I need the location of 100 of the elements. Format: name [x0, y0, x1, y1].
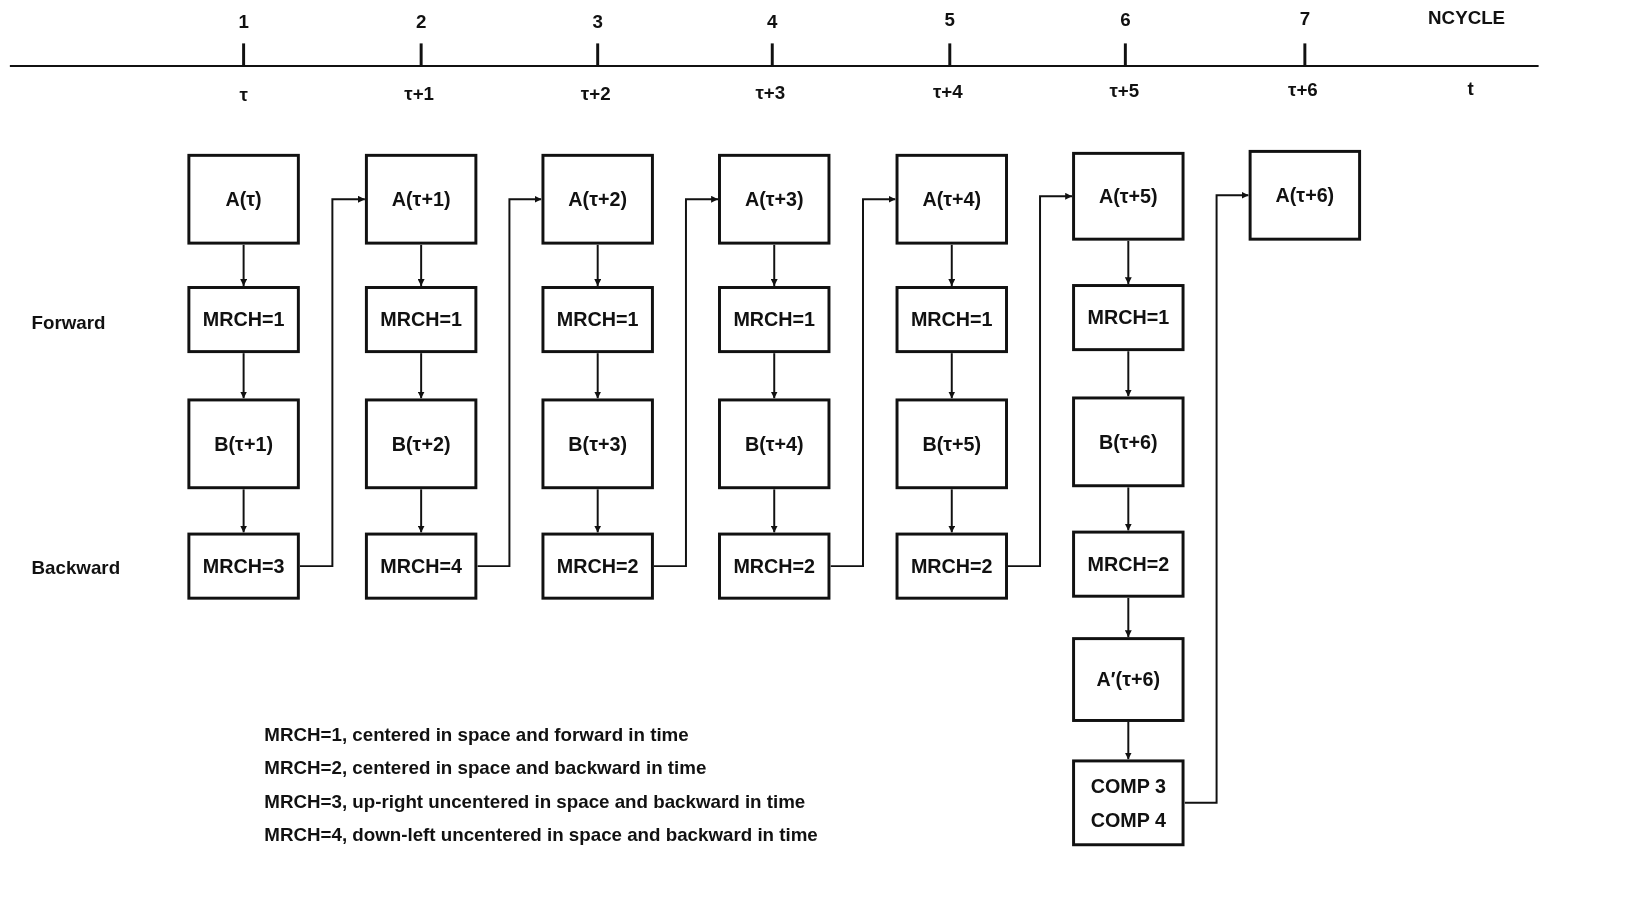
- tick-label: τ+1: [404, 82, 435, 105]
- process-box: [895, 286, 1008, 354]
- arrow: [240, 488, 248, 534]
- tick-label: 6: [1120, 8, 1131, 31]
- tick-label: 5: [944, 8, 955, 31]
- box-label: MRCH=1: [733, 307, 816, 333]
- box-label: MRCH=2: [556, 554, 639, 579]
- process-box: [1072, 284, 1185, 352]
- arrow: [770, 488, 778, 534]
- process-box: [718, 532, 831, 600]
- box-label: A(τ+3): [744, 187, 804, 213]
- box-label: B(τ+1): [214, 432, 273, 457]
- box-label: A(τ+2): [568, 187, 628, 213]
- box-label: B(τ+4): [744, 432, 804, 457]
- process-box: [895, 398, 1008, 490]
- row-label: Backward: [31, 557, 121, 579]
- box-label: MRCH=1: [1087, 305, 1170, 331]
- note: MRCH=1, centered in space and forward in time: [264, 723, 689, 746]
- process-box: [718, 286, 831, 354]
- process-box: [895, 532, 1008, 600]
- arrow: [770, 352, 778, 400]
- box-label: B(τ+2): [391, 432, 451, 457]
- process-box: [187, 532, 300, 600]
- arrow: [594, 352, 602, 400]
- box-label: A(τ+5): [1098, 184, 1158, 210]
- box-label: MRCH=2: [910, 554, 993, 579]
- box-label: B(τ+3): [568, 432, 628, 457]
- process-box: [1072, 396, 1185, 488]
- process-box: [364, 398, 478, 490]
- axis-title: NCYCLE: [1428, 6, 1506, 29]
- process-box: [1248, 149, 1362, 241]
- tick-label: τ+3: [755, 81, 786, 104]
- process-box: [1072, 530, 1185, 598]
- note: MRCH=4, down-left uncentered in space and backward in time: [264, 824, 818, 847]
- process-box: [364, 153, 478, 245]
- process-box: [187, 153, 300, 245]
- tick-label: τ: [239, 83, 248, 106]
- arrow: [240, 243, 248, 287]
- arrow: [652, 195, 719, 568]
- process-box: [541, 286, 654, 354]
- arrow: [1183, 191, 1250, 804]
- box-label: COMP 4: [1090, 807, 1166, 833]
- arrow: [240, 352, 248, 400]
- box-label: B(τ+6): [1098, 430, 1158, 455]
- arrow: [417, 243, 425, 287]
- box-label: MRCH=4: [380, 554, 462, 579]
- process-box: [895, 153, 1008, 245]
- arrow: [594, 243, 602, 287]
- process-box: [718, 398, 831, 490]
- box-label: A(τ+4): [922, 187, 982, 213]
- process-box: [541, 398, 654, 490]
- arrow: [1124, 350, 1132, 398]
- process-box: [718, 153, 831, 245]
- tick-label: 1: [238, 10, 249, 33]
- arrow: [1124, 486, 1132, 532]
- process-box: [1072, 759, 1185, 847]
- arrow: [594, 488, 602, 534]
- tick-label: 3: [592, 10, 603, 33]
- arrow: [770, 243, 778, 287]
- box-label: MRCH=1: [910, 307, 993, 333]
- arrow: [417, 488, 425, 534]
- arrow: [1124, 596, 1132, 639]
- arrow: [829, 195, 897, 568]
- tick-label: 7: [1299, 7, 1311, 30]
- box-label: B(τ+5): [922, 432, 982, 457]
- box-label: MRCH=1: [202, 307, 285, 333]
- process-box: [187, 286, 300, 354]
- tick-label: τ+5: [1109, 79, 1140, 102]
- arrow: [476, 195, 543, 568]
- process-box: [364, 286, 478, 354]
- arrow: [298, 195, 366, 568]
- process-box: [541, 153, 654, 245]
- note: MRCH=2, centered in space and backward in time: [264, 757, 707, 780]
- arrow: [948, 243, 956, 287]
- process-box: [541, 532, 654, 600]
- arrow: [1007, 192, 1074, 568]
- box-label: A(τ+6): [1275, 183, 1335, 209]
- process-box: [1072, 151, 1185, 241]
- box-label: MRCH=1: [380, 307, 462, 333]
- arrow: [1124, 720, 1132, 761]
- box-label: MRCH=2: [733, 554, 816, 579]
- box-label: A(τ+1): [391, 187, 451, 213]
- tick-label: τ+6: [1288, 78, 1318, 101]
- box-label: A′(τ+6): [1096, 667, 1160, 693]
- arrow: [417, 352, 425, 400]
- axis-title: t: [1467, 77, 1474, 100]
- box-label: MRCH=1: [556, 307, 639, 333]
- arrow: [948, 352, 956, 400]
- process-box: [364, 532, 478, 600]
- note: MRCH=3, up-right uncentered in space and backward in time: [264, 791, 806, 813]
- arrow: [948, 488, 956, 534]
- process-box: [187, 398, 300, 490]
- process-box: [1072, 637, 1185, 722]
- box-label: A(τ): [225, 187, 262, 213]
- box-label: COMP 3: [1090, 774, 1166, 799]
- tick-label: τ+4: [932, 80, 963, 103]
- tick-label: 4: [767, 10, 778, 33]
- row-label: Forward: [31, 312, 106, 335]
- arrow: [1124, 239, 1132, 286]
- box-label: MRCH=2: [1087, 552, 1170, 577]
